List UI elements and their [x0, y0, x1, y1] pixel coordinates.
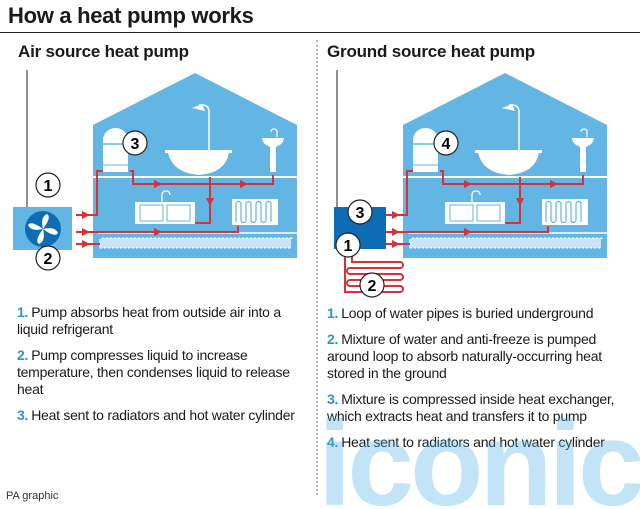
step-number: 2.: [17, 347, 29, 363]
column-divider: [316, 40, 318, 495]
step-item: 3.Heat sent to radiators and hot water c…: [17, 407, 309, 424]
step-item: 3.Mixture is compressed inside heat exch…: [327, 391, 635, 425]
svg-text:4: 4: [442, 136, 451, 153]
svg-text:2: 2: [368, 278, 377, 295]
step-text: Mixture of water and anti-freeze is pump…: [327, 331, 602, 381]
step-text: Mixture is compressed inside heat exchan…: [327, 391, 615, 424]
ground-steps: 1.Loop of water pipes is buried undergro…: [327, 305, 635, 460]
heat-pump-diagrams: 1 2 3 1 2 3 4: [13, 70, 640, 298]
callout-1: 1: [335, 232, 361, 258]
svg-text:1: 1: [44, 178, 53, 195]
title-divider: [0, 32, 640, 33]
callout-2: 2: [359, 272, 385, 298]
step-item: 2.Mixture of water and anti-freeze is pu…: [327, 331, 635, 382]
page-title: How a heat pump works: [8, 3, 254, 28]
svg-text:1: 1: [344, 238, 353, 255]
credit: PA graphic: [6, 490, 59, 502]
step-item: 2.Pump compresses liquid to increase tem…: [17, 347, 309, 398]
ground-loop-pipes: [344, 249, 404, 293]
ground-heading: Ground source heat pump: [327, 42, 535, 61]
step-item: 1.Loop of water pipes is buried undergro…: [327, 305, 635, 322]
svg-text:3: 3: [356, 205, 365, 222]
step-number: 3.: [327, 391, 339, 407]
step-number: 1.: [327, 305, 339, 321]
step-text: Pump absorbs heat from outside air into …: [17, 304, 281, 337]
step-number: 1.: [17, 304, 29, 320]
callout-3: 3: [347, 199, 373, 225]
callout-2: 2: [35, 245, 61, 271]
step-number: 4.: [327, 434, 339, 450]
callout-1: 1: [35, 172, 61, 198]
callout-4: 4: [433, 130, 459, 156]
step-text: Heat sent to radiators and hot water cyl…: [31, 407, 295, 423]
air-steps: 1.Pump absorbs heat from outside air int…: [17, 304, 309, 433]
svg-text:3: 3: [131, 136, 140, 153]
step-text: Loop of water pipes is buried undergroun…: [341, 305, 594, 321]
ground-house: [386, 73, 607, 258]
step-item: 1.Pump absorbs heat from outside air int…: [17, 304, 309, 338]
step-text: Heat sent to radiators and hot water cyl…: [341, 434, 605, 450]
svg-text:2: 2: [44, 251, 53, 268]
step-number: 2.: [327, 331, 339, 347]
step-text: Pump compresses liquid to increase tempe…: [17, 347, 290, 397]
air-heading: Air source heat pump: [18, 42, 189, 61]
step-number: 3.: [17, 407, 29, 423]
air-house: [76, 73, 297, 258]
fan-icon: [25, 211, 61, 247]
callout-3: 3: [122, 130, 148, 156]
step-item: 4.Heat sent to radiators and hot water c…: [327, 434, 635, 451]
